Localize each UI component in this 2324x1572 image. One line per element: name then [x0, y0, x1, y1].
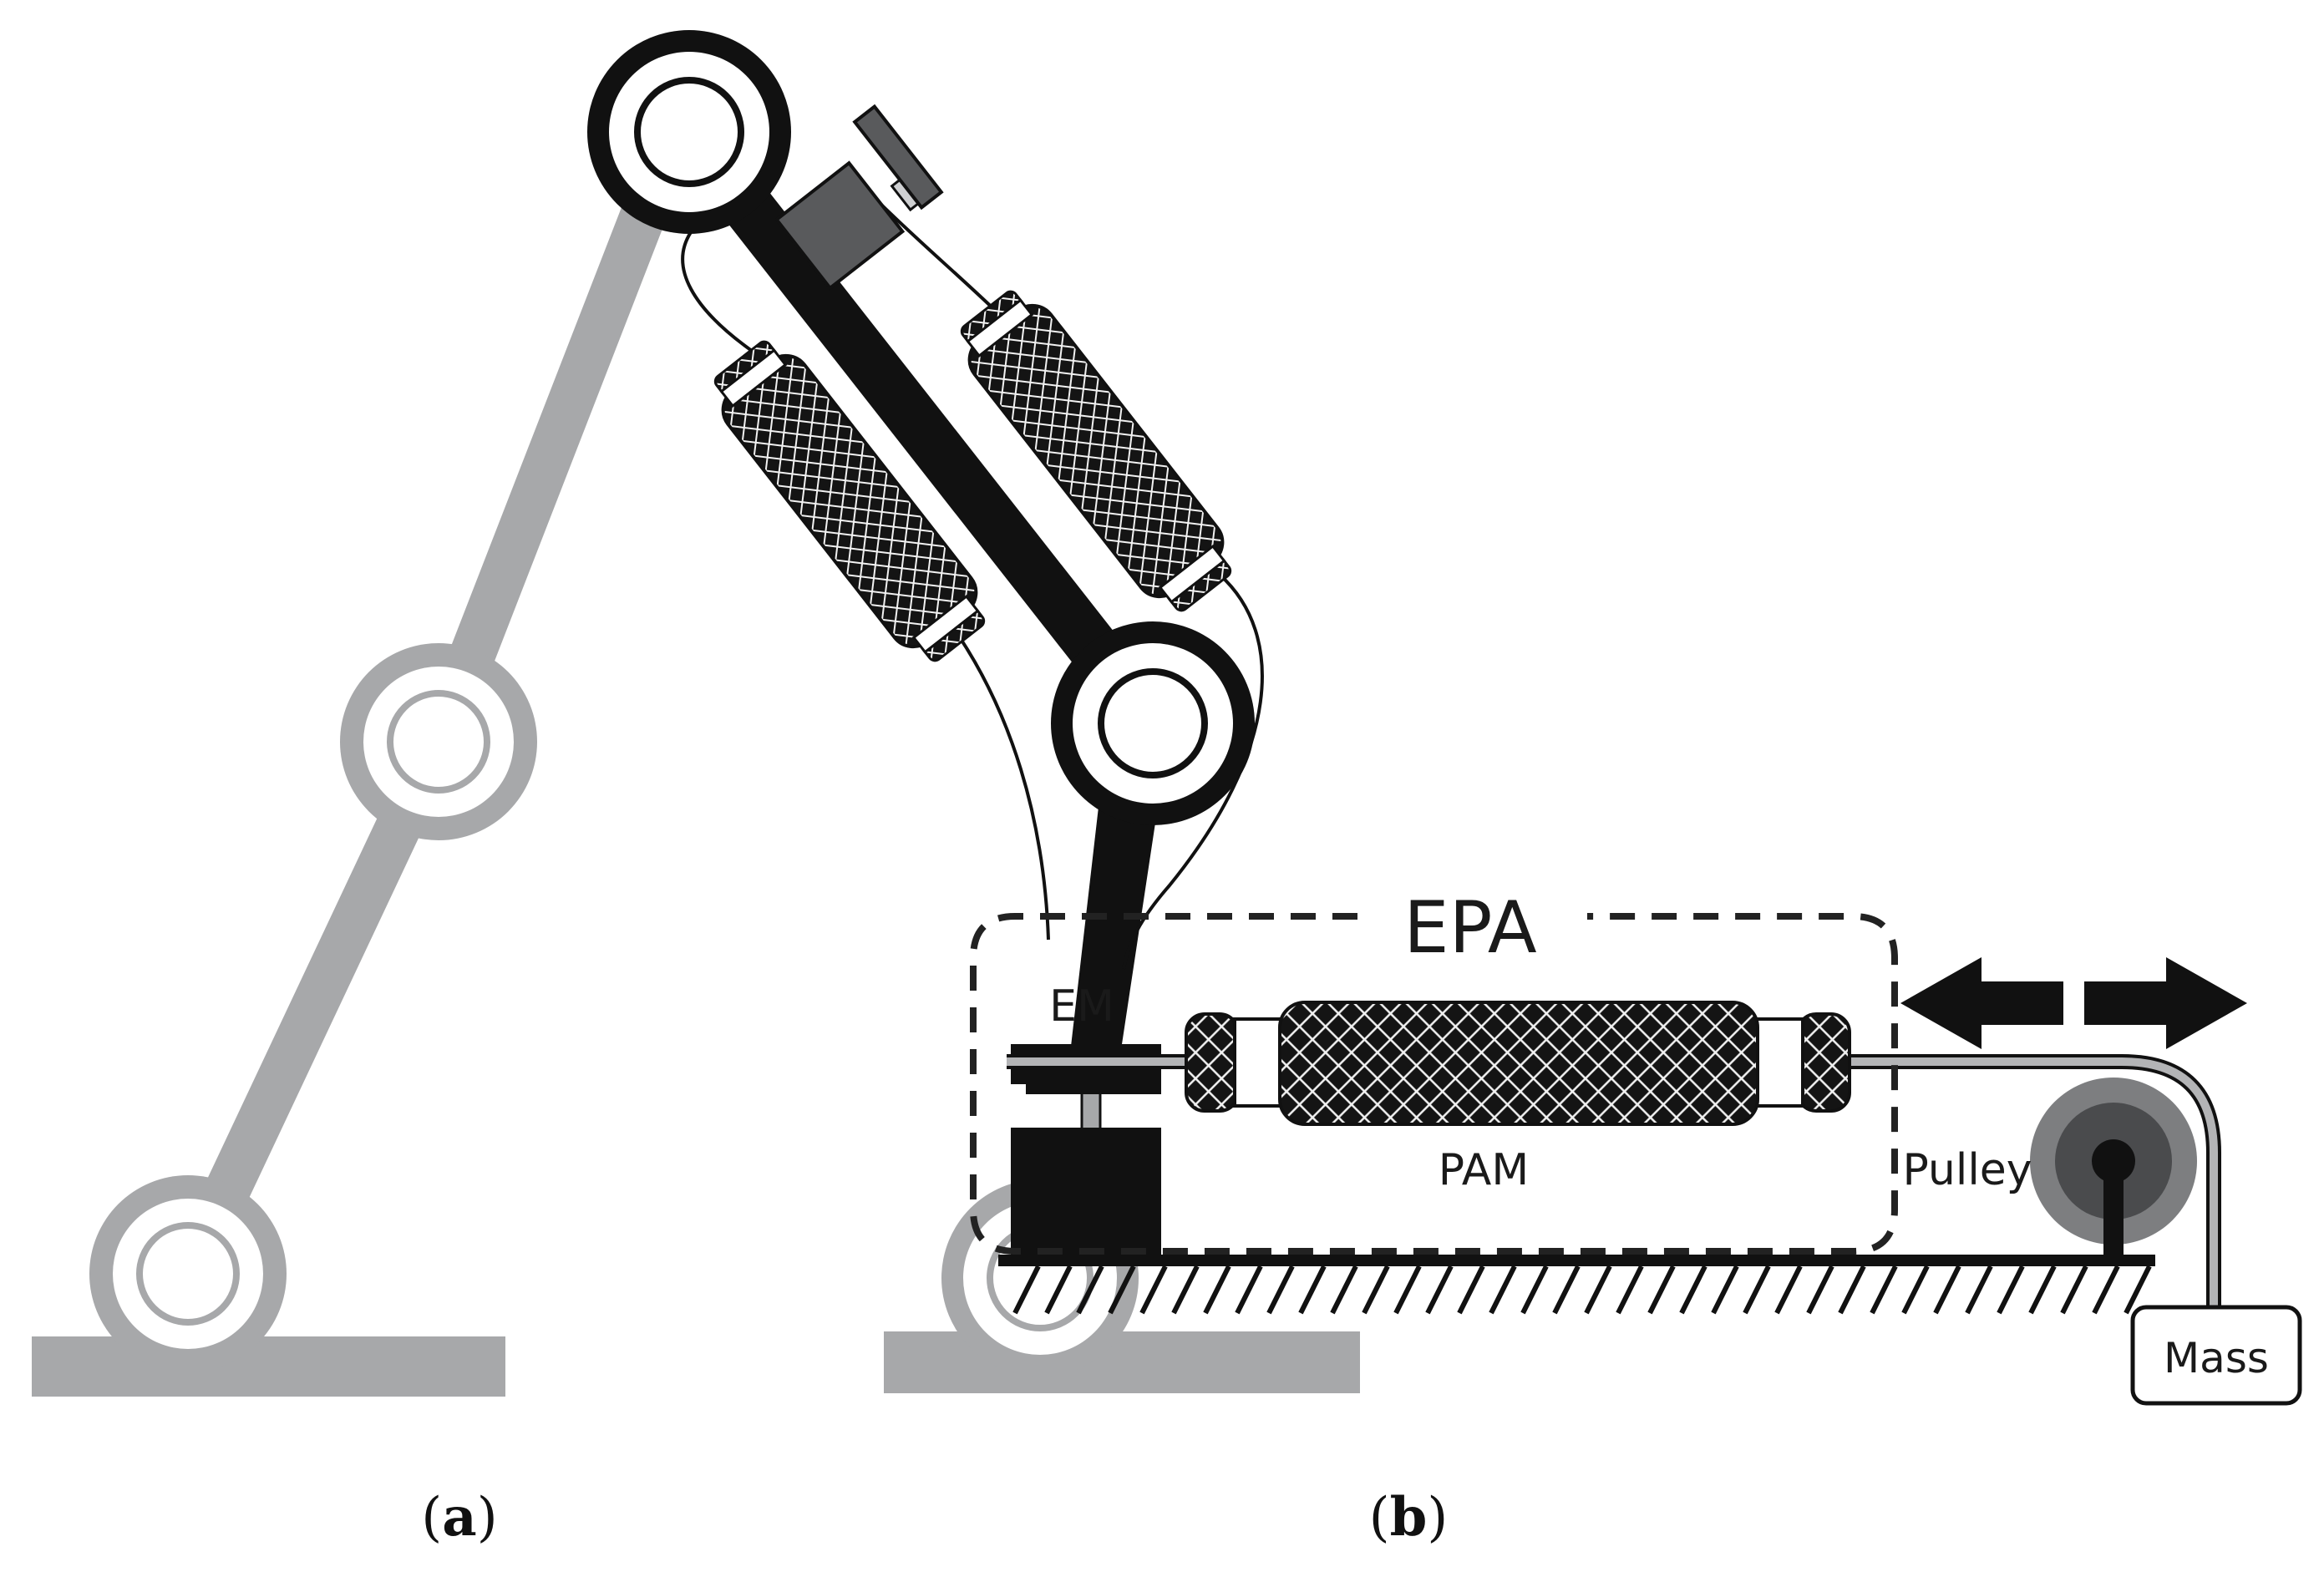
ground-hatch-mark — [1774, 1265, 1803, 1315]
ground-hatch-mark — [1108, 1265, 1136, 1315]
ground-hatch-mark — [1520, 1265, 1549, 1315]
caption-b-letter: b — [1390, 1486, 1428, 1549]
wires — [681, 199, 1264, 970]
caption-a-letter: a — [442, 1486, 476, 1549]
em-label: EM — [1049, 981, 1114, 1032]
mass-box — [2130, 1305, 2302, 1406]
ground-hatch-mark — [1489, 1265, 1517, 1315]
leg-b: EPA EM PAM Pulley Mass — [587, 30, 2302, 1406]
valve-block — [774, 104, 944, 291]
thigh-link-a — [417, 142, 690, 750]
ground-hatch-mark — [2092, 1265, 2120, 1315]
ground-hatch-mark — [1171, 1265, 1200, 1315]
knee-joint-b — [1051, 621, 1255, 825]
caption-b-close: ) — [1427, 1487, 1448, 1549]
ground-hatch-mark — [1235, 1265, 1263, 1315]
ground-hatch-mark — [1584, 1265, 1612, 1315]
pulley — [2030, 1078, 2197, 1263]
ground-hatch-mark — [1838, 1265, 1866, 1315]
caption-a-close: ) — [477, 1487, 498, 1549]
ground-hatch-mark — [1012, 1265, 1041, 1315]
ground-hatch-mark — [1806, 1265, 1834, 1315]
ground-hatch-mark — [1616, 1265, 1644, 1315]
ground-hatch-mark — [2028, 1265, 2057, 1315]
ground-hatch-mark — [1362, 1265, 1390, 1315]
ground-hatch-mark — [1044, 1265, 1073, 1315]
base-plate-b — [884, 1331, 1360, 1393]
electromagnet — [1011, 1044, 1161, 1261]
pulley-label: Pulley — [1902, 1145, 2032, 1195]
ground-hatch-mark — [1298, 1265, 1327, 1315]
caption-b: (b) — [1369, 1486, 1449, 1549]
caption-a: (a) — [421, 1486, 497, 1549]
ground-hatch-mark — [1933, 1265, 1961, 1315]
ground-hatch-mark — [1330, 1265, 1358, 1315]
caption-a-open: ( — [421, 1487, 442, 1549]
ground-hatch-mark — [1076, 1265, 1104, 1315]
ground-hatch-mark — [1743, 1265, 1771, 1315]
thigh-pam-right — [960, 290, 1232, 612]
ground-hatch-mark — [1647, 1265, 1676, 1315]
ankle-joint-a — [89, 1175, 287, 1372]
ground-hatch-mark — [1997, 1265, 2025, 1315]
hip-joint-b — [587, 30, 791, 234]
ground-hatch-mark — [2124, 1265, 2152, 1315]
ground-hatch-mark — [1139, 1265, 1168, 1315]
ground-hatch-mark — [1425, 1265, 1454, 1315]
base-plate-a — [32, 1336, 505, 1397]
ground-hatch-mark — [1901, 1265, 1930, 1315]
ground-hatch-mark — [1266, 1265, 1295, 1315]
ground-hatch-mark — [1393, 1265, 1422, 1315]
shank-link-b — [1069, 785, 1159, 1061]
ground-hatch-mark — [1457, 1265, 1485, 1315]
pam-label: PAM — [1439, 1145, 1529, 1195]
thigh-pam-left — [713, 340, 986, 662]
ground — [998, 1255, 2155, 1315]
ground-hatch-mark — [1679, 1265, 1707, 1315]
epa-label: EPA — [1403, 886, 1537, 970]
ground-hatch-mark — [1711, 1265, 1739, 1315]
ground-hatch-mark — [2060, 1265, 2088, 1315]
cable — [1007, 1054, 2221, 1313]
mass-label: Mass — [2164, 1334, 2269, 1382]
knee-joint-a — [340, 643, 537, 840]
ground-hatch-mark — [1203, 1265, 1231, 1315]
epa-region — [970, 913, 1898, 1255]
ground-hatch-mark — [1552, 1265, 1581, 1315]
ground-hatch-mark — [1965, 1265, 1993, 1315]
pam-actuator — [1185, 1001, 1851, 1126]
double-headed-arrow-icon — [1900, 957, 2247, 1049]
ground-hatch-mark — [1870, 1265, 1898, 1315]
caption-b-open: ( — [1369, 1487, 1390, 1549]
leg-a — [32, 142, 690, 1397]
